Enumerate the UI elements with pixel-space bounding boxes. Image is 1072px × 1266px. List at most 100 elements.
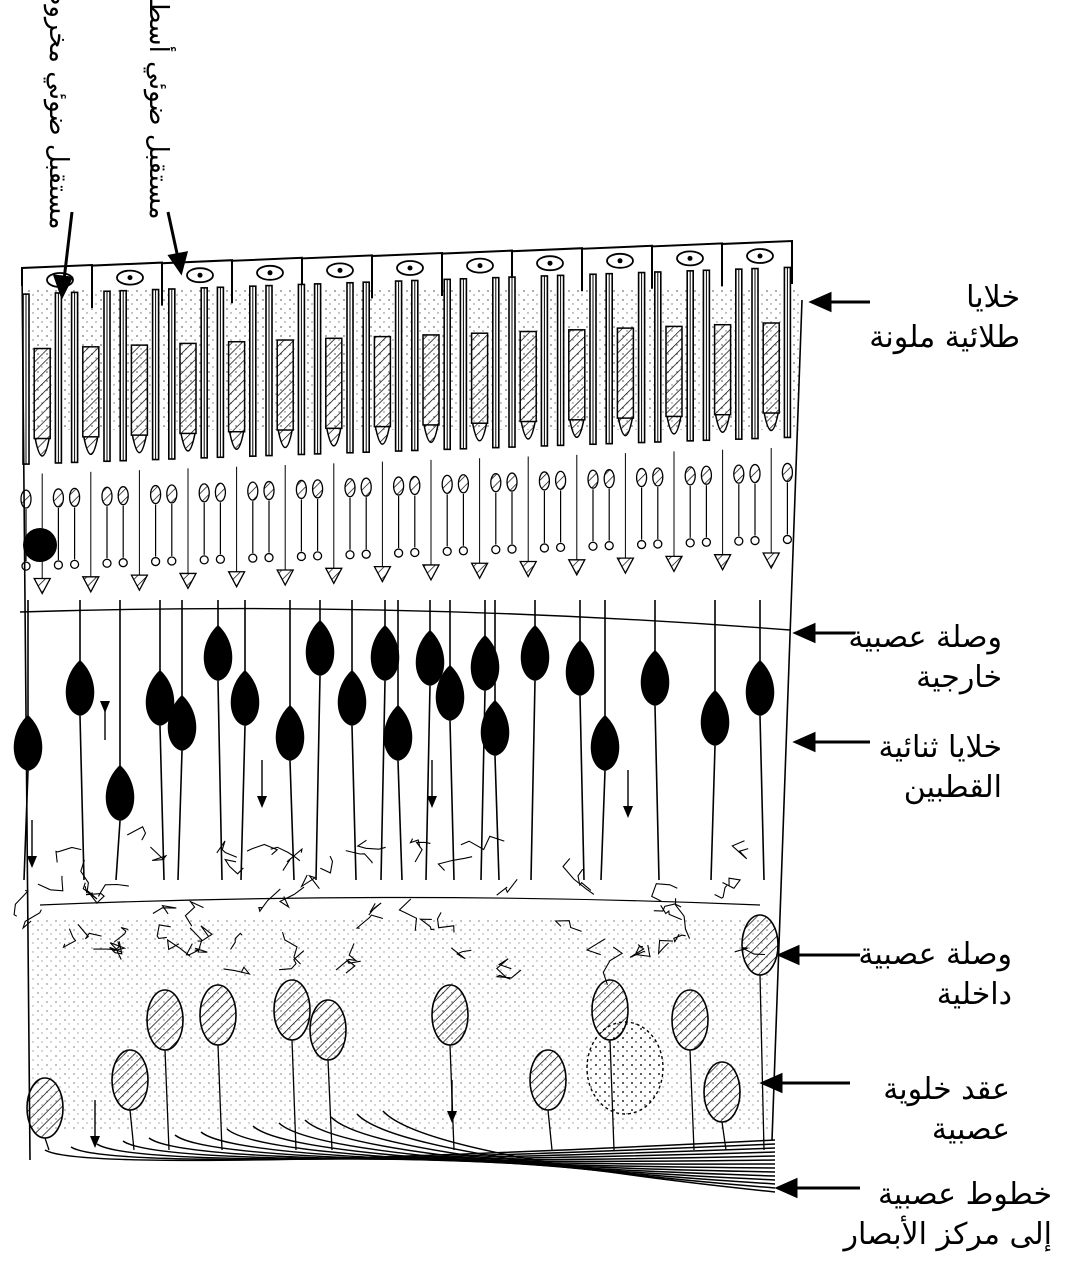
cone-ellipsoid [230,432,244,450]
pigment-nucleolus [758,254,763,259]
rod-spherule [71,560,79,568]
bipolar-axon [241,726,245,880]
ganglion-cell-body [530,1050,566,1110]
rod-spherule [508,545,516,553]
bipolar-cell-body [701,690,730,746]
dendrite-branch [438,857,472,871]
outer-plexiform-line [20,609,790,630]
dendrite-branch [415,842,430,862]
cone-outer-segment [34,349,50,439]
pigment-epithelium-label-line2: طلائية ملونة [869,318,1020,358]
dendrite-branch [81,860,89,893]
cone-ellipsoid [667,416,681,434]
rod-nucleus [556,471,566,489]
rod-spherule [411,548,419,556]
rod-nucleus [539,472,549,490]
bipolar-axon [178,751,182,880]
bipolar-cell-body [276,705,305,761]
rod-nucleus [410,476,420,494]
cone-pedicle [326,568,342,583]
rod-spherule [395,549,403,557]
rod-spherule [605,542,613,550]
pigment-nucleolus [548,261,553,266]
signal-arrow-head-icon [100,701,110,713]
cone-ellipsoid [327,428,341,446]
dendrite-branch [217,841,237,857]
signal-arrow-head-icon [27,856,37,868]
ganglion-cells-label-line2: عصبية [883,1110,1010,1150]
ganglion-cells-label: عقد خلوية عصبية [883,1070,1010,1150]
rod-receptor-label: مستقبل ضوئي أسطواني [140,10,176,220]
ganglion-cell-body [310,1000,346,1060]
cone-outer-segment [326,338,342,428]
bipolar-cell-body [371,625,400,681]
dendrite-branch [497,879,518,895]
ganglion-cell-body [112,1050,148,1110]
rod-receptor-label-line1: مستقبل ضوئي [143,62,173,220]
dendrite-branch [369,903,381,915]
rod-spherule [654,540,662,548]
pigment-epithelium-label: خلايا طلائية ملونة [869,278,1020,358]
ganglion-cell-body [274,980,310,1040]
rod-nucleus [491,474,501,492]
bipolar-cells-label: خلايا ثنائية القطبين [878,728,1002,808]
rod-spherule [200,556,208,564]
cone-outer-segment [666,326,682,416]
rod-spherule [103,559,111,567]
rod-nucleus [653,468,663,486]
rod-spherule [152,558,160,566]
bipolar-axon [655,706,659,880]
cone-receptor-label-line1: مستقبل ضوئي [43,72,73,230]
cone-pedicle [520,562,536,577]
cone-pedicle [569,560,585,575]
cone-pedicle [715,555,731,570]
rod-nucleus [701,466,711,484]
cone-pedicle [180,573,196,588]
rod-nucleus [215,483,225,501]
cone-ellipsoid [618,418,632,436]
bipolar-cell-body [338,670,367,726]
bipolar-cell-body [384,705,413,761]
arrow-outer-synapse-icon [796,625,855,641]
bipolar-cell-body [641,650,670,706]
ganglion-axon [45,1138,49,1150]
cone-ellipsoid [473,423,487,441]
rod-nucleus [296,480,306,498]
pigment-nucleolus [268,270,273,275]
bipolar-cell-body [746,660,775,716]
cone-outer-segment [277,340,293,430]
cone-pedicle [131,575,147,590]
dendrite-branch [652,884,678,901]
rod-spherule [589,542,597,550]
bipolar-axon [352,726,356,880]
rod-spherule [168,557,176,565]
rod-spherule [297,552,305,560]
cone-pedicle [374,567,390,582]
dendrite-branch [38,876,63,891]
rod-spherule [249,554,257,562]
rod-nucleus [750,465,760,483]
rod-receptor-label-line2: أسطواني [143,0,173,53]
pigment-nucleolus [338,268,343,273]
dendrite-branch [247,845,277,855]
inner-plexiform-line [40,898,760,906]
inner-synapse-label-line1: وصلة عصبية [858,935,1012,975]
nerve-fiber [279,1123,775,1176]
cone-outer-segment [83,347,99,437]
cone-pedicle [83,577,99,592]
cone-ellipsoid [570,420,584,438]
arrow-pigment-icon [812,294,870,310]
bipolar-cell-body [231,670,260,726]
rod-nucleus [394,477,404,495]
signal-arrow-head-icon [257,796,267,808]
dendrite-branch [715,886,727,899]
dendrite-branch [732,841,748,859]
rod-spherule [751,537,759,545]
pigment-nucleolus [128,275,133,280]
rod-nucleus [734,465,744,483]
cone-outer-segment [131,345,147,435]
displaced-nucleus [23,528,57,562]
rod-nucleus [588,470,598,488]
bipolar-axon [381,681,385,880]
ganglion-cell-body [200,985,236,1045]
